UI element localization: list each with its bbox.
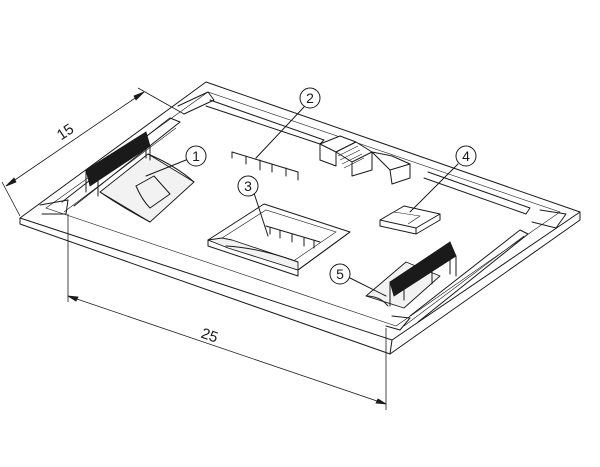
callout-label-5: 5 <box>336 266 344 282</box>
element-3-funbox <box>207 203 351 277</box>
stair-set <box>319 135 411 185</box>
callout-3: 3 <box>237 175 269 237</box>
callout-label-1: 1 <box>192 148 200 164</box>
callout-2: 2 <box>255 87 321 159</box>
callout-4: 4 <box>409 145 477 213</box>
dimension-depth: 15 <box>1 87 185 217</box>
callout-label-4: 4 <box>462 148 470 164</box>
element-2-rail <box>231 151 299 181</box>
base-slab <box>19 81 581 355</box>
callout-1: 1 <box>145 145 207 177</box>
callout-5: 5 <box>329 263 387 297</box>
callout-label-3: 3 <box>244 178 252 194</box>
dimension-width-label: 25 <box>199 325 220 347</box>
dimension-depth-label: 15 <box>54 121 77 144</box>
callout-label-2: 2 <box>306 90 314 106</box>
element-5-bank-ramp <box>365 241 457 309</box>
element-4-manual-pad <box>379 205 441 235</box>
dimension-width: 25 <box>67 214 387 410</box>
element-1-bank-ramp <box>85 131 195 223</box>
